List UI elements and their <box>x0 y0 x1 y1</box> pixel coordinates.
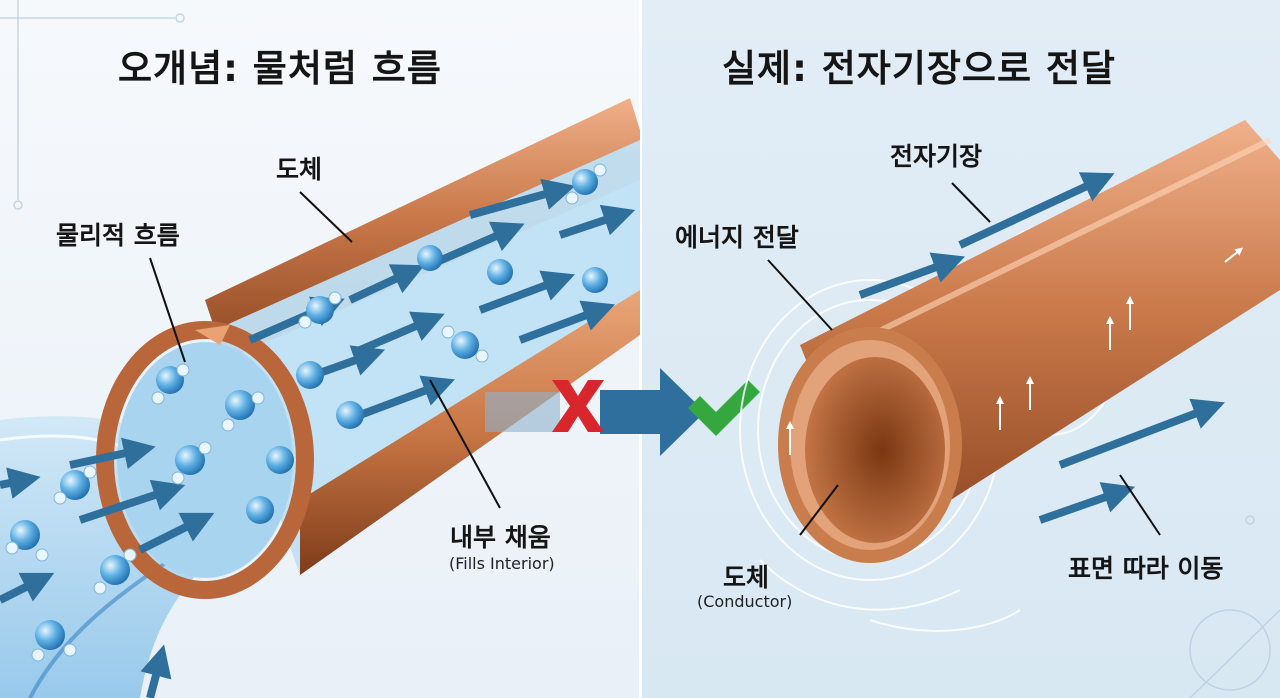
right-conductor-label: 도체 <box>723 563 770 592</box>
right-leader-lines <box>767 182 1161 536</box>
fills-interior-sublabel: (Fills Interior) <box>449 554 555 573</box>
em-field-label: 전자기장 <box>890 142 983 171</box>
field-arrows <box>858 172 1225 524</box>
surface-arrows <box>786 247 1244 455</box>
reality-title: 실제: 전자기장으로 전달 <box>722 47 1116 90</box>
energy-transfer-label: 에너지 전달 <box>675 223 799 252</box>
misconception-title: 오개념: 물처럼 흐름 <box>118 47 442 90</box>
water-molecules <box>5 163 608 662</box>
surface-travel-label: 표면 따라 이동 <box>1068 554 1224 583</box>
check-icon <box>688 380 760 436</box>
right-conductor-pipe <box>778 120 1280 563</box>
left-conductor-label: 도체 <box>276 155 323 184</box>
left-conductor-pipe <box>96 98 640 599</box>
transition-arrow <box>485 368 705 456</box>
panel-divider <box>639 0 642 698</box>
physical-flow-label: 물리적 흐름 <box>56 221 180 250</box>
right-conductor-sublabel: (Conductor) <box>697 592 793 611</box>
cross-icon <box>552 380 604 432</box>
left-leader-lines <box>149 191 501 509</box>
fills-interior-label: 내부 채움 <box>450 523 551 552</box>
